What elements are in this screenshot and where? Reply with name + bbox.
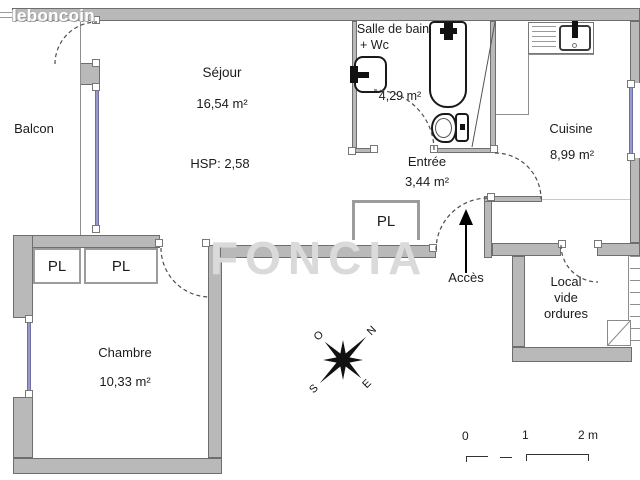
wall-bathroom-east	[490, 21, 496, 151]
scale-bar-dash	[500, 457, 512, 458]
counter-front-line	[528, 54, 594, 55]
label-bathroom-area: 4,29 m²	[378, 89, 422, 103]
jamb-square	[348, 147, 356, 155]
bathtub-faucet-icon	[440, 28, 457, 34]
label-cuisine-area: 8,99 m²	[549, 147, 595, 162]
jamb-square	[594, 240, 602, 248]
jamb-square	[92, 225, 100, 233]
sink-tap-icon	[350, 66, 358, 83]
scale-bar-tick	[466, 456, 467, 462]
jamb-square	[370, 145, 378, 153]
jamb-square	[429, 244, 437, 252]
compass-rose-icon: N O S E	[307, 324, 379, 396]
agency-watermark: FONCIA	[210, 232, 429, 284]
jamb-square	[202, 239, 210, 247]
closet-label: PL	[376, 213, 396, 230]
compass-south-label: S	[307, 382, 321, 396]
scale-bar-tick	[526, 454, 527, 461]
jamb-square	[25, 315, 33, 323]
label-local-line3: ordures	[543, 306, 589, 321]
jamb-square	[558, 240, 566, 248]
jamb-square	[487, 193, 495, 201]
scale-label-2m: 2 m	[578, 428, 599, 442]
label-chambre-area: 10,33 m²	[99, 374, 151, 389]
label-ceiling-height: HSP: 2,58	[190, 156, 250, 171]
label-sejour-name: Séjour	[202, 65, 242, 80]
wall-hall-corner-vertical	[484, 197, 492, 258]
counter-end-line	[496, 114, 529, 115]
sink-tap-icon	[356, 72, 369, 78]
cuisine-window-recess	[630, 83, 640, 158]
compass-west-label: O	[312, 328, 327, 343]
door-arc-balcon	[54, 21, 98, 65]
closet-chambre-left: PL	[33, 248, 81, 284]
wall-local-west	[512, 256, 525, 347]
stair-edge-line	[628, 256, 629, 322]
jamb-square	[627, 153, 635, 161]
closet-chambre-right: PL	[84, 248, 158, 284]
wall-chambre-east	[208, 245, 222, 458]
wall-chambre-west-upper	[13, 235, 33, 318]
cuisine-south-line	[542, 199, 630, 200]
balcony-inner-edge	[80, 21, 81, 235]
scale-bar-segment	[466, 456, 488, 457]
jamb-square	[430, 145, 438, 153]
label-local-line1: Local	[550, 274, 582, 289]
wall-corridor-west	[492, 243, 561, 256]
closet-entree: PL	[352, 200, 420, 240]
label-chambre-name: Chambre	[98, 345, 152, 360]
scale-label-0: 0	[462, 429, 469, 443]
label-local-line2: vide	[554, 290, 578, 305]
label-entree-name: Entrée	[407, 154, 447, 169]
scale-label-1: 1	[522, 428, 529, 442]
label-cuisine-name: Cuisine	[549, 121, 593, 136]
kitchen-faucet-icon	[572, 21, 578, 38]
label-balcon: Balcon	[14, 121, 54, 136]
compass-east-label: E	[360, 377, 374, 391]
door-arc-entrance	[435, 197, 489, 251]
sejour-window	[95, 87, 99, 229]
jamb-square	[92, 59, 100, 67]
door-arc-chambre	[160, 247, 211, 298]
cuisine-window	[629, 85, 633, 157]
wall-bathroom-south-right	[434, 148, 496, 153]
jamb-square	[25, 390, 33, 398]
chambre-window	[27, 320, 31, 395]
scale-bar-segment	[526, 454, 589, 455]
label-entree-area: 3,44 m²	[404, 174, 450, 189]
label-sejour-area: 16,54 m²	[196, 96, 248, 111]
closet-label: PL	[111, 257, 131, 275]
stair-break-square	[607, 320, 631, 346]
kitchen-drainer	[532, 26, 556, 49]
label-local-vide-ordures: Local vide ordures	[534, 274, 598, 322]
wall-corridor-east	[597, 243, 640, 256]
access-arrow-icon	[459, 209, 473, 273]
wall-mid-left	[13, 235, 160, 248]
kitchen-drain	[572, 43, 577, 48]
balcony-top-edge	[0, 12, 13, 18]
counter-side-line	[528, 54, 529, 115]
wall-chambre-west-lower	[13, 397, 33, 458]
scale-bar-tick	[588, 454, 589, 461]
label-acces: Accès	[448, 270, 484, 285]
wall-chambre-south	[13, 458, 222, 474]
toilet-bowl-inner	[435, 118, 452, 138]
jamb-square	[92, 83, 100, 91]
closet-label: PL	[47, 257, 67, 275]
compass-north-label: N	[365, 324, 379, 338]
label-bathroom-name: Salle de bain	[356, 22, 430, 36]
jamb-square	[490, 145, 498, 153]
jamb-square	[155, 239, 163, 247]
label-bathroom-name2: + Wc	[360, 38, 389, 52]
door-arc-cuisine	[494, 152, 542, 200]
leboncoin-logo: leboncoin	[12, 6, 95, 25]
toilet-tank-button	[460, 124, 465, 130]
jamb-square	[627, 80, 635, 88]
wall-top	[12, 8, 640, 21]
stair-treads	[630, 256, 640, 346]
wall-local-south	[512, 347, 632, 362]
